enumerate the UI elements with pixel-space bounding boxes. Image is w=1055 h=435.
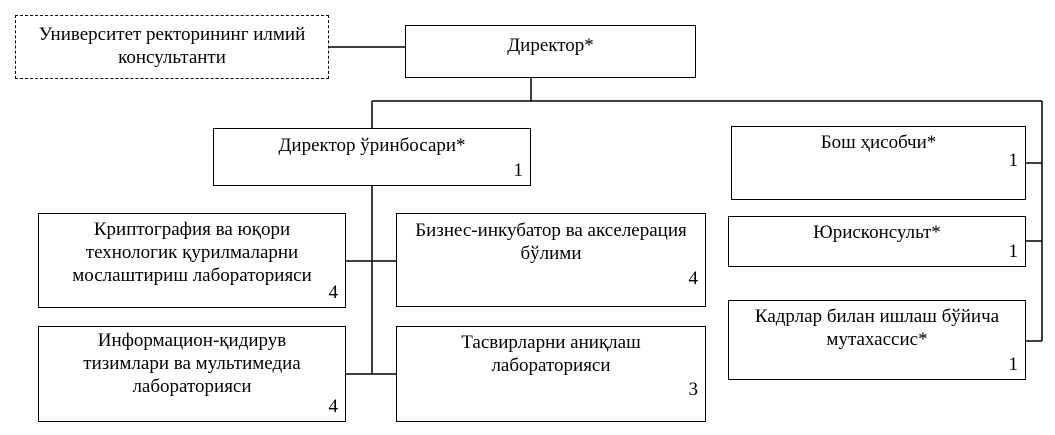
crypto-lab-label: Криптография ва юқори технологик қурилма… — [72, 219, 312, 286]
accountant-count: 1 — [1008, 150, 1019, 171]
incubator-box: Бизнес-инкубатор ва акселерация бўлими 4 — [396, 213, 706, 307]
deputy-label: Директор ўринбосари* — [278, 135, 466, 156]
director-box: Директор* — [405, 25, 696, 78]
accountant-box: Бош ҳисобчи* 1 — [731, 126, 1026, 200]
incubator-label: Бизнес-инкубатор ва акселерация бўлими — [415, 220, 687, 264]
consultant-label: Университет ректорининг илмий консультан… — [38, 24, 306, 68]
lawyer-box: Юрисконсульт* 1 — [728, 216, 1026, 267]
info-lab-count: 4 — [328, 396, 339, 417]
image-lab-label: Тасвирларни аниқлаш лабораторияси — [461, 332, 641, 376]
info-lab-label: Информацион-қидирув тизимлари ва мультим… — [83, 330, 301, 397]
incubator-count: 4 — [688, 268, 699, 289]
lawyer-label: Юрисконсульт* — [813, 222, 941, 243]
lawyer-count: 1 — [1008, 241, 1019, 262]
consultant-box: Университет ректорининг илмий консультан… — [15, 15, 329, 79]
hr-label: Кадрлар билан ишлаш бўйича мутахассис* — [754, 306, 1000, 350]
accountant-label: Бош ҳисобчи* — [820, 132, 937, 153]
info-lab-box: Информацион-қидирув тизимлари ва мультим… — [38, 326, 346, 422]
crypto-lab-count: 4 — [328, 282, 339, 303]
image-lab-box: Тасвирларни аниқлаш лабораторияси 3 — [396, 326, 706, 422]
deputy-box: Директор ўринбосари* 1 — [213, 128, 531, 186]
deputy-count: 1 — [513, 160, 524, 181]
director-label: Директор* — [507, 35, 594, 56]
crypto-lab-box: Криптография ва юқори технологик қурилма… — [38, 213, 346, 308]
image-lab-count: 3 — [688, 379, 699, 400]
hr-box: Кадрлар билан ишлаш бўйича мутахассис* 1 — [728, 300, 1026, 380]
hr-count: 1 — [1008, 354, 1019, 375]
